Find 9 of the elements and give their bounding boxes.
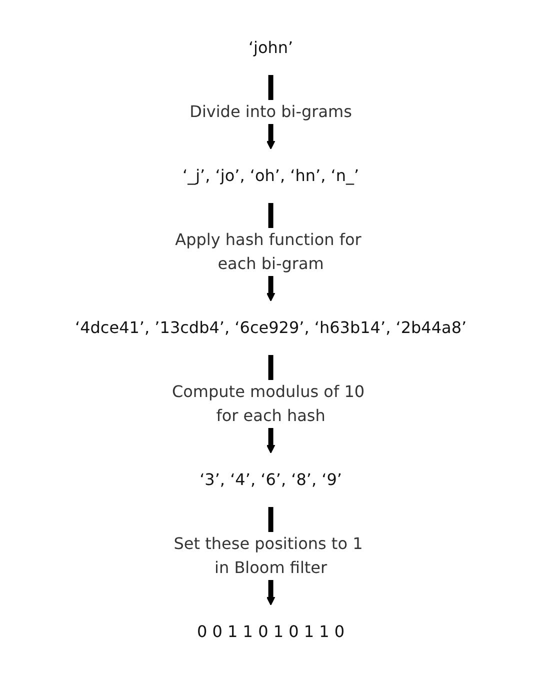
edge-label: Compute modulus of 10 for each hash [172, 382, 364, 424]
edge-label: Apply hash function for each bi-gram [174, 230, 362, 272]
edge-label: Divide into bi-grams [189, 102, 352, 120]
node-text: ‘_j’, ‘jo’, ‘oh’, ‘hn’, ‘n_’ [182, 166, 359, 184]
edge-label: Set these positions to 1 in Bloom filter [173, 534, 362, 576]
node-text: ‘john’ [248, 38, 293, 56]
node-text: ‘3’, ‘4’, ‘6’, ‘8’, ‘9’ [199, 470, 342, 488]
node-text: 0 0 1 1 0 1 0 1 1 0 [196, 622, 344, 640]
node-text: ‘4dce41’, ’13cdb4’, ‘6ce929’, ‘h63b14’, ‘2b44a8’ [74, 318, 466, 336]
